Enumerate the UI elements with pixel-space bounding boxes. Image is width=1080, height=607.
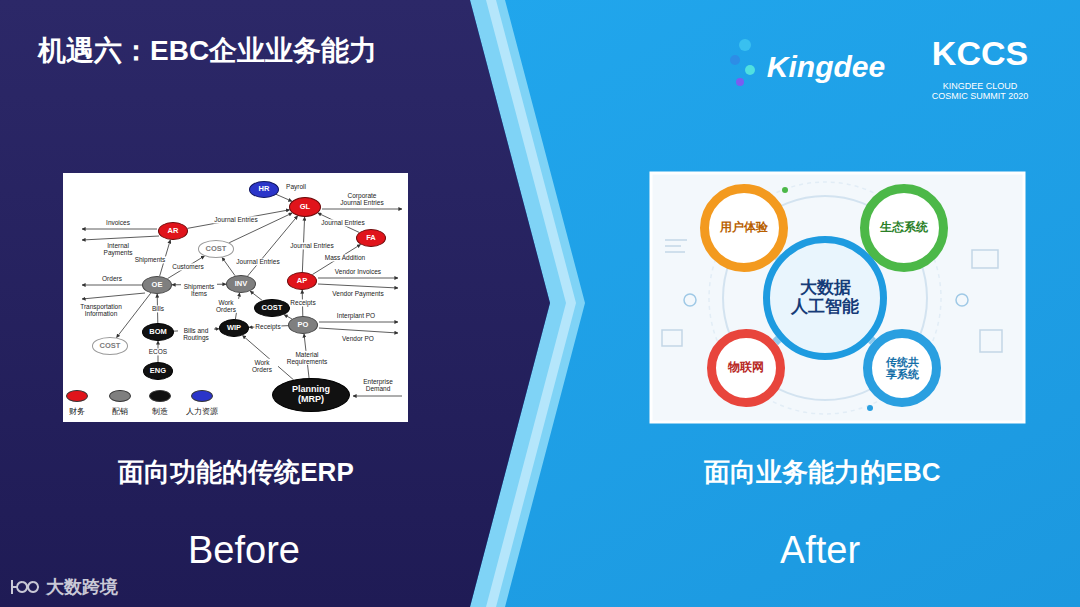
left-ground [0, 0, 550, 607]
watermark: 大数跨境 [46, 578, 118, 598]
node-text: 生态系统 [880, 221, 928, 234]
flow-label: Vendor PO [341, 335, 375, 342]
flow-label: Receipts [254, 323, 281, 330]
flow-label: Bills and Routings [178, 327, 214, 341]
node-text: BOM [149, 328, 167, 336]
flow-label: Orders [101, 275, 123, 282]
erp-module-ellipse: GL [289, 197, 321, 217]
node-text: ENG [150, 367, 166, 375]
flow-arrow [276, 194, 292, 201]
capability-circle: 物联网 [707, 329, 785, 407]
flow-label: Internal Payments [97, 242, 139, 256]
node-text: WIP [227, 324, 241, 332]
watermark-logo [12, 580, 38, 594]
legend-text: 财务 [69, 408, 85, 417]
node-text: 用户体验 [720, 221, 768, 234]
node-text: INV [235, 280, 248, 288]
erp-module-ellipse: Planning (MRP) [272, 378, 350, 412]
ebc-panel [651, 173, 1024, 422]
flow-arrow [250, 291, 262, 300]
node-text: COST [206, 245, 227, 253]
flow-label: Work Orders [210, 299, 242, 313]
flow-label: Invoices [105, 219, 131, 226]
node-text: GL [300, 203, 310, 211]
flow-label: Interplant PO [336, 312, 376, 319]
capability-circle: 大数据 人工智能 [763, 236, 887, 360]
node-text: OE [152, 281, 163, 289]
flow-label: Receipts [289, 299, 316, 306]
flow-label: Transportation Information [74, 303, 128, 317]
node-text: FA [366, 234, 376, 242]
panel-caption: 面向功能的传统ERP [118, 458, 353, 487]
logo-text: KCCS [932, 35, 1028, 72]
flow-label: Vendor Payments [331, 290, 384, 297]
erp-module-ellipse: COST [92, 337, 129, 355]
capability-circle: 传统共享系统 [863, 329, 941, 407]
flow-label: Corporate Journal Entries [336, 192, 388, 206]
erp-module-ellipse: INV [226, 275, 256, 293]
flow-label: Vendor Invoices [334, 268, 382, 275]
kingdee-logo-dots [730, 39, 755, 86]
erp-module-ellipse: ENG [143, 362, 173, 380]
flow-label: Work Orders [246, 359, 278, 373]
logo-text: KINGDEE CLOUD COSMIC SUMMIT 2020 [928, 82, 1033, 102]
flow-label: Shipments [134, 256, 167, 263]
erp-module-ellipse: AP [287, 272, 317, 290]
panel-caption: 面向业务能力的EBC [704, 458, 941, 487]
node-text: COST [100, 342, 121, 350]
erp-panel [63, 173, 408, 422]
legend-swatch [66, 390, 88, 402]
erp-module-ellipse: WIP [219, 319, 249, 337]
flow-label: Journal Entries [213, 216, 258, 223]
node-text: HR [259, 185, 270, 193]
flow-label: Shipments Items [181, 283, 217, 297]
flow-arrow [187, 210, 289, 229]
flow-label: Journal Entries [289, 242, 334, 249]
panel-caption: After [780, 530, 860, 572]
legend-text: 人力资源 [186, 408, 218, 417]
node-text: 传统共享系统 [884, 356, 919, 380]
panel-caption: Before [188, 530, 300, 572]
erp-module-ellipse: PO [288, 316, 318, 334]
legend-swatch [191, 390, 213, 402]
outgoing-arrows [82, 209, 402, 396]
erp-module-ellipse: COST [198, 240, 235, 258]
erp-module-ellipse: HR [249, 181, 279, 198]
flow-label: ECOS [148, 348, 168, 355]
node-text: 大数据 人工智能 [790, 279, 860, 316]
slide-title: 机遇六：EBC企业业务能力 [38, 36, 377, 67]
node-text: PO [298, 321, 309, 329]
ebc-decoration [662, 182, 1002, 414]
erp-module-ellipse: AR [158, 222, 188, 240]
node-text: AR [168, 227, 179, 235]
flow-arrow [222, 257, 235, 275]
erp-module-ellipse: BOM [142, 323, 174, 341]
flow-label: Customers [171, 263, 204, 270]
flow-label: Mass Addition [324, 254, 366, 261]
flow-label: Bills [151, 305, 165, 312]
erp-module-ellipse: OE [142, 276, 172, 294]
erp-module-ellipse: FA [356, 229, 386, 247]
flow-arrow [168, 256, 205, 279]
erp-module-ellipse: COST [254, 299, 290, 317]
legend-swatch [149, 390, 171, 402]
legend-swatch [109, 390, 131, 402]
node-text: AP [297, 277, 307, 285]
flow-label: Journal Entries [235, 258, 280, 265]
flow-label: Journal Entries [320, 219, 365, 226]
legend-text: 配销 [112, 408, 128, 417]
flow-label: Material Requirements [278, 351, 336, 365]
node-text: 物联网 [728, 361, 764, 374]
legend-text: 制造 [152, 408, 168, 417]
node-text: Planning (MRP) [286, 385, 336, 405]
node-text: COST [262, 304, 283, 312]
logo-text: Kingdee [767, 50, 885, 83]
flow-label: Enterprise Demand [355, 378, 401, 392]
flow-label: Payroll [285, 183, 307, 190]
